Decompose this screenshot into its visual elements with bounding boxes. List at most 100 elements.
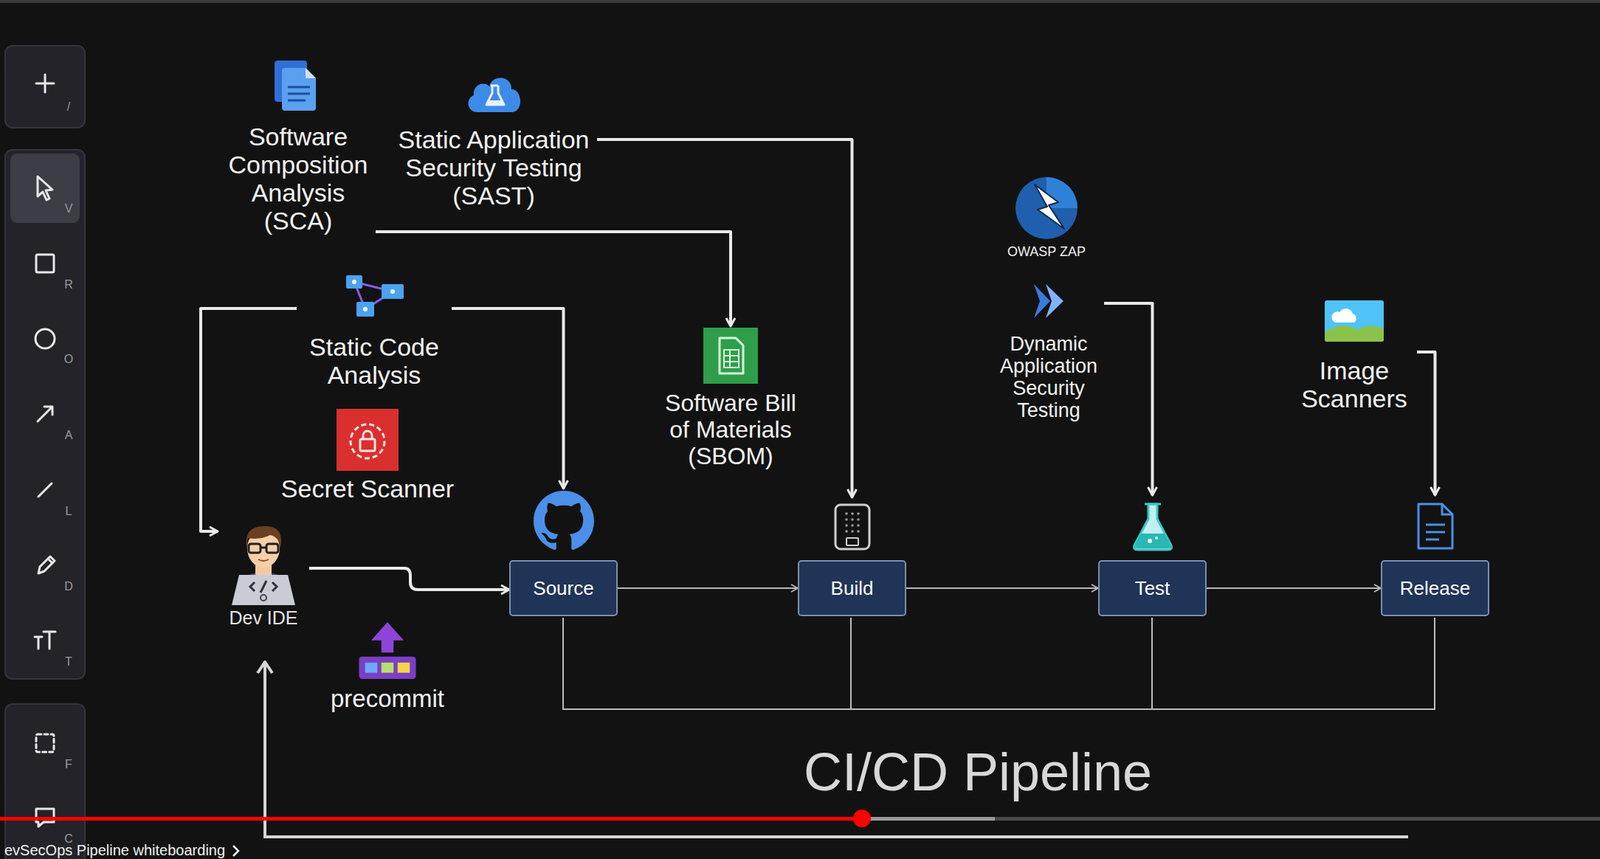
build-icon-part-part — [845, 523, 848, 527]
bom-icon-part — [719, 338, 744, 374]
pipeline-bracket — [563, 617, 1435, 710]
bom-icon-part-part — [729, 349, 731, 368]
cloud-flask-icon-part — [468, 77, 521, 113]
documents-icon-part — [287, 87, 310, 101]
lock-icon-part — [360, 439, 375, 451]
build-icon-part-part — [850, 529, 854, 533]
documents-icon-part-part — [287, 92, 310, 96]
connector — [906, 587, 1099, 589]
developer-figure-part-part — [260, 546, 267, 550]
lock-icon-part — [336, 408, 399, 471]
icon-holder — [993, 282, 1105, 320]
developer-figure-part — [231, 574, 296, 606]
shortcut-key: / — [67, 100, 71, 114]
connector — [1104, 303, 1153, 496]
precommit-icon — [354, 619, 420, 679]
toolbar-part-part — [37, 406, 53, 422]
connector — [375, 231, 731, 327]
shortcut-key: T — [64, 655, 73, 669]
developer-figure-part — [250, 580, 277, 593]
node-caption: Software Bill of Materials (SBOM) — [656, 389, 805, 470]
documents-icon — [268, 57, 328, 117]
stage-name: Source — [532, 577, 594, 600]
network-icon-part — [346, 275, 363, 289]
toolbar-part-part — [38, 556, 55, 574]
connector — [451, 308, 564, 489]
build-icon-part-part — [856, 529, 860, 533]
precommit-icon-part — [359, 656, 417, 679]
video-progress-bar-part — [0, 816, 862, 821]
release-doc-icon-part — [1442, 504, 1453, 515]
toolbar-part-part — [38, 483, 52, 497]
tool-label: Dynamic Application Security Testing — [993, 282, 1105, 422]
toolbar-part-part — [36, 74, 54, 93]
video-progress-bar-part — [853, 809, 871, 828]
tool-label: Software Composition Analysis (SCA) — [220, 57, 376, 235]
tool-logo: OWASP ZAP — [987, 175, 1106, 260]
flask-icon — [1129, 501, 1176, 552]
toolbar-part — [5, 149, 85, 679]
shortcut-key: L — [65, 504, 73, 519]
network-icon-part — [363, 307, 368, 312]
icon-holder — [220, 57, 376, 117]
stage-box: Test — [1098, 560, 1207, 617]
title-chevron-part — [233, 845, 239, 857]
build-icon-part-part — [845, 529, 848, 533]
documents-icon-part-part — [287, 99, 306, 102]
build-icon-part-part — [850, 523, 854, 527]
toolbar-part-part — [36, 734, 54, 753]
release-doc-icon — [1415, 501, 1456, 552]
stage-node: Source — [509, 488, 618, 617]
toolbar-part — [5, 45, 85, 128]
artifact-label: Software Bill of Materials (SBOM) — [656, 326, 805, 470]
icon-holder — [1098, 495, 1207, 552]
build-icon-part-part — [845, 518, 848, 522]
icon-holder — [987, 175, 1106, 241]
image-icon-part — [1324, 300, 1384, 342]
node-caption: Dev IDE — [217, 606, 310, 629]
node-caption: Software Composition Analysis (SCA) — [220, 122, 376, 235]
flask-icon-part — [1134, 533, 1171, 549]
toolbar-part — [5, 704, 85, 859]
developer-figure-part — [258, 559, 269, 561]
icon-holder — [390, 69, 598, 117]
release-doc-icon-part-part — [1425, 531, 1446, 534]
icon-holder — [797, 497, 907, 552]
node-caption: Image Scanners — [1291, 356, 1417, 413]
node-caption: Secret Scanner — [271, 474, 464, 503]
feedback-loop-part — [257, 661, 273, 674]
build-icon-part-part — [850, 518, 854, 522]
tool-label: Secret Scanner — [271, 408, 464, 503]
release-doc-icon-part-part — [1425, 538, 1440, 541]
flask-icon-part — [1154, 536, 1158, 540]
github-icon-part — [533, 490, 595, 550]
diagram-title: CI/CD Pipeline — [803, 742, 1153, 802]
developer-figure — [221, 520, 306, 606]
shortcut-key: A — [64, 428, 74, 443]
bom-icon-part — [703, 327, 758, 384]
node-caption: Static Application Security Testing (SAS… — [390, 125, 598, 210]
build-icon-part-part — [856, 523, 860, 527]
toolbar-part — [10, 153, 80, 223]
documents-icon-part — [305, 67, 316, 79]
network-icon-part — [352, 279, 357, 285]
chevrons-icon — [1028, 282, 1070, 320]
connector — [597, 139, 853, 498]
tool-label: Static Application Security Testing (SAS… — [390, 69, 598, 210]
developer-figure-part-part — [248, 543, 261, 553]
precommit-icon-part — [381, 662, 395, 674]
release-doc-icon-part-part — [1425, 523, 1446, 527]
icon-holder — [321, 619, 454, 679]
network-icon-part — [381, 284, 404, 299]
stage-box: Source — [509, 560, 618, 617]
video-progress-bar — [0, 809, 1600, 828]
icon-holder — [509, 488, 618, 552]
node-caption: OWASP ZAP — [987, 243, 1106, 260]
network-icon-part — [390, 289, 395, 294]
image-icon-part — [1331, 308, 1356, 323]
toolbar-part-part — [36, 254, 54, 273]
zap-logo-part — [1015, 177, 1078, 240]
cloud-flask-icon-part — [486, 85, 505, 105]
build-icon-part-part — [850, 512, 854, 516]
